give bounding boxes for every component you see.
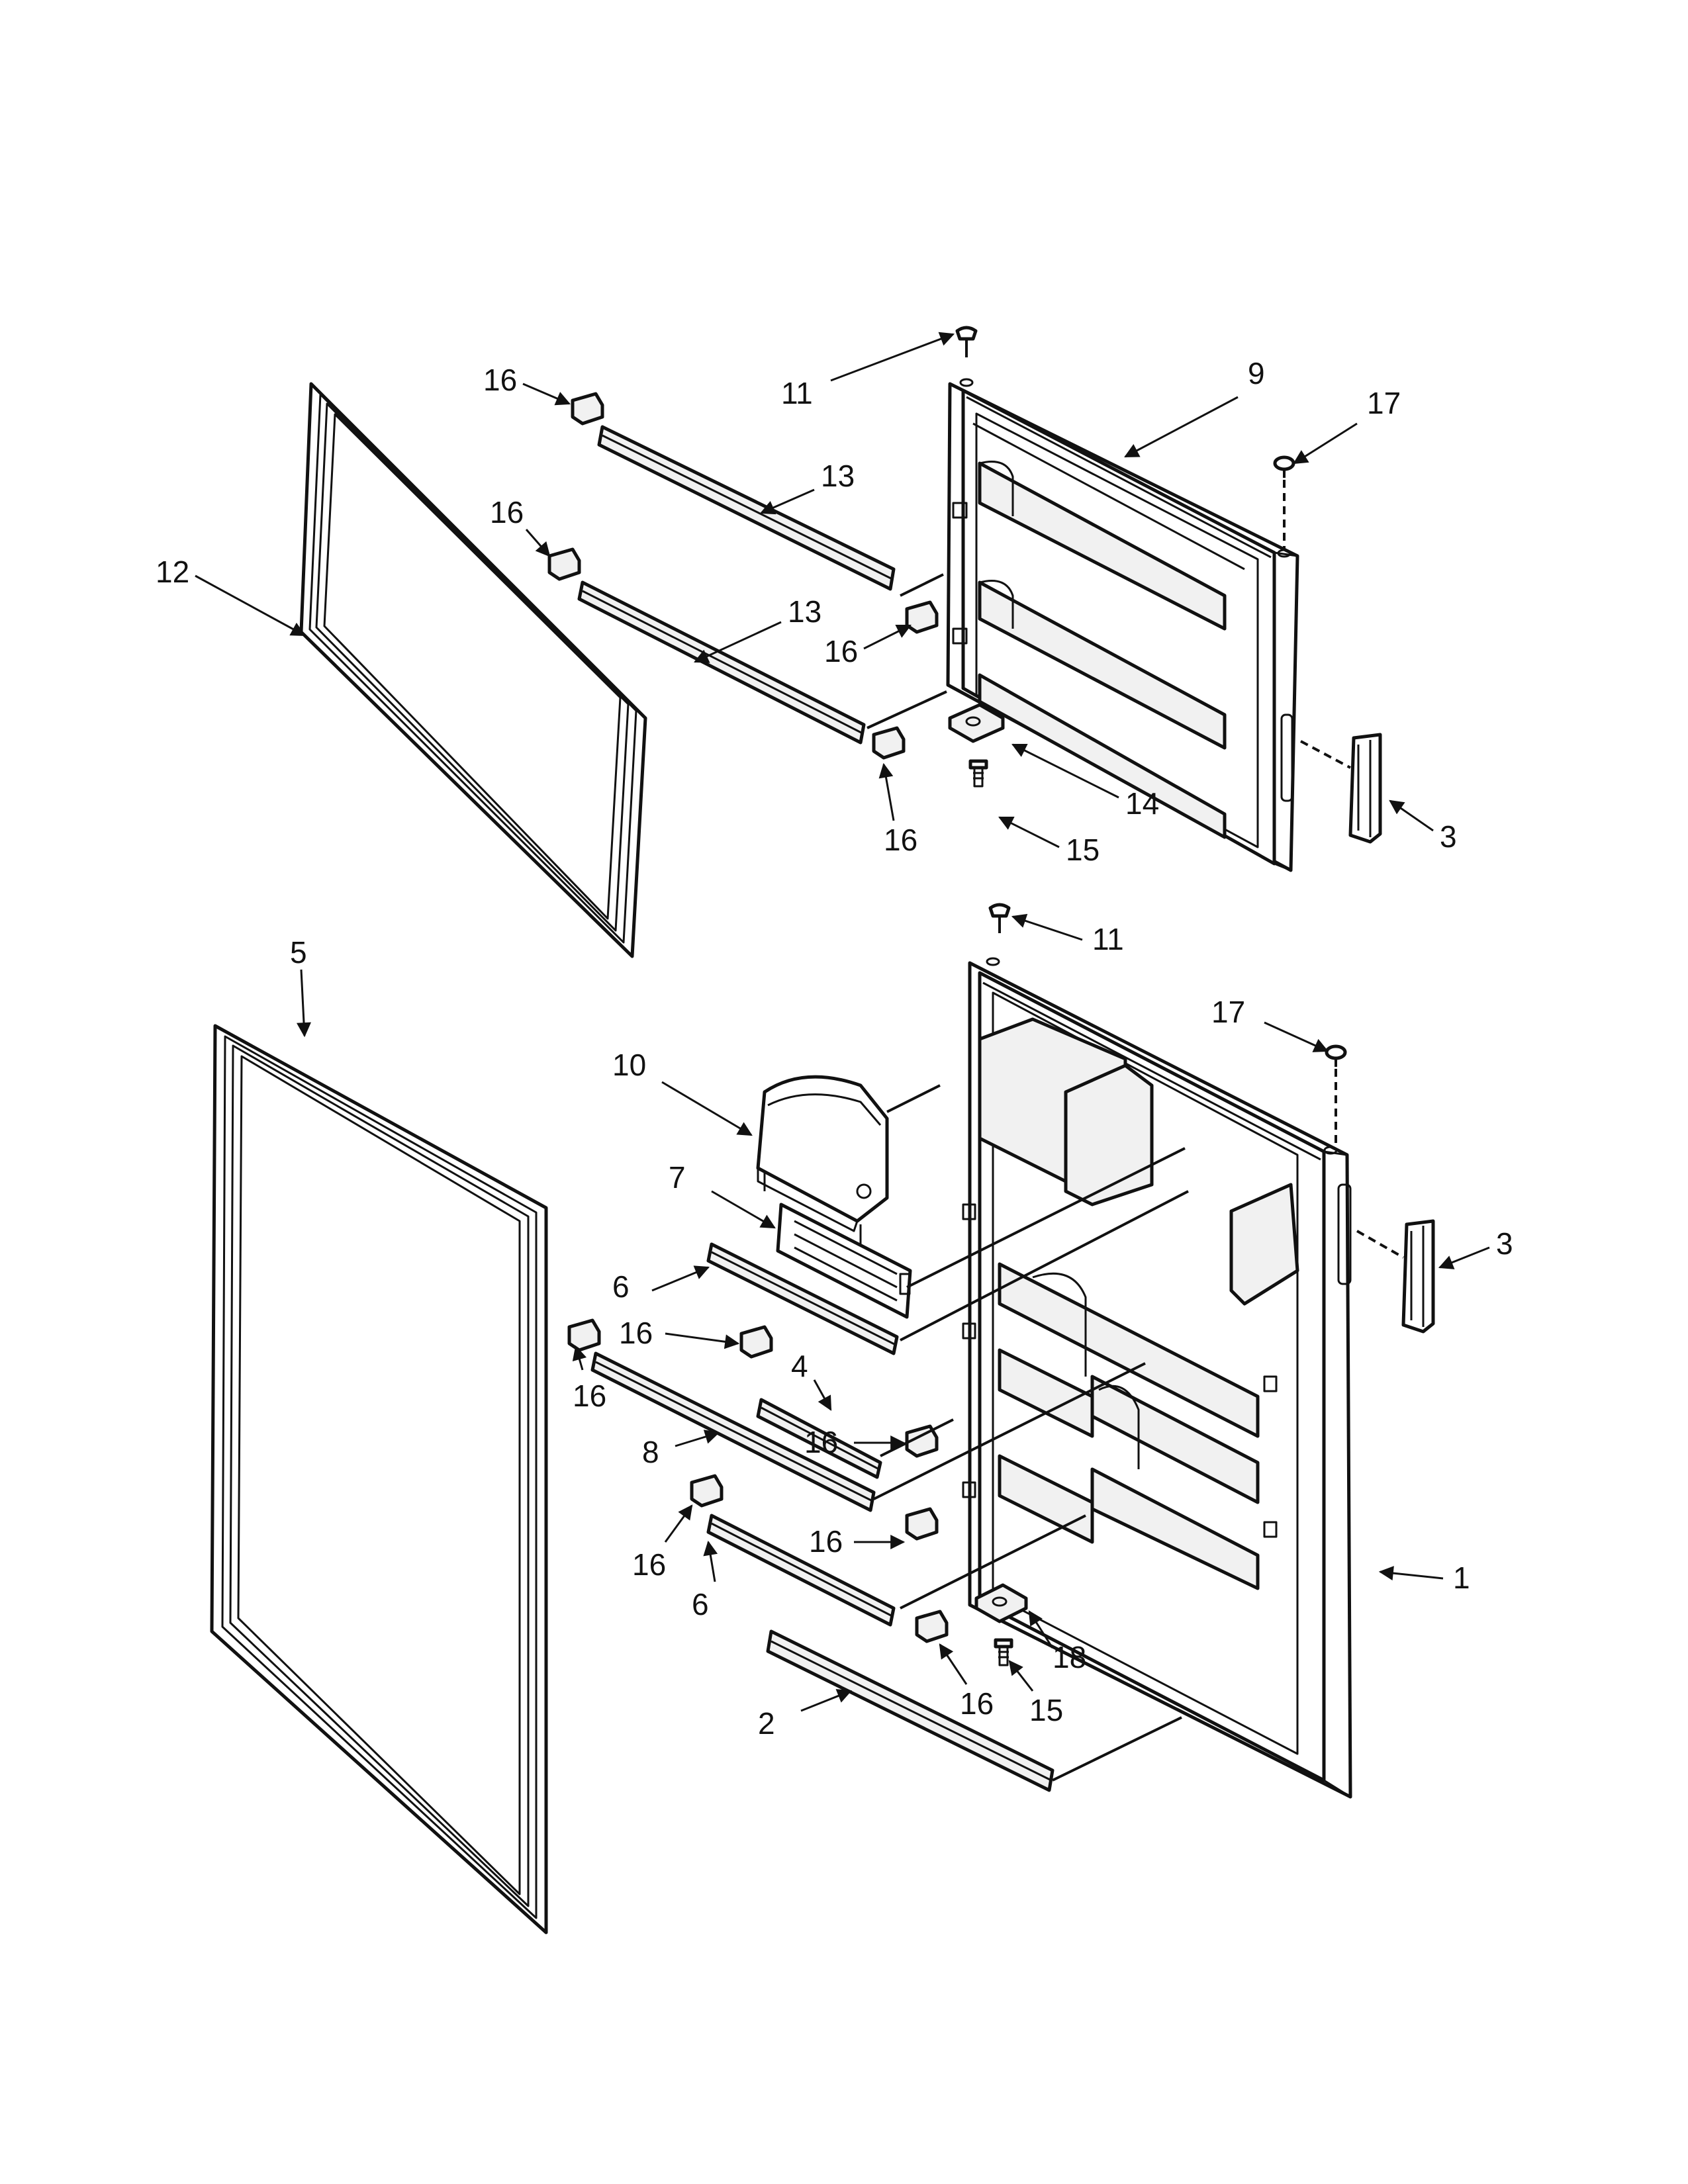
callout-8: 8: [642, 1435, 659, 1469]
hinge-pin-11-upper: [955, 326, 978, 357]
callout-16-j: 16: [960, 1686, 994, 1721]
callout-11-upper: 11: [781, 376, 813, 410]
fresh-food-door-gasket: [210, 1024, 548, 1934]
callout-10: 10: [612, 1048, 646, 1082]
callout-9: 9: [1248, 356, 1265, 390]
door-shelf-trim-13b: [577, 580, 866, 745]
shelf-trim-6-upper: [706, 1242, 899, 1355]
callout-16-f: 16: [573, 1379, 606, 1413]
callout-16-d: 16: [884, 823, 917, 857]
callout-11-lower: 11: [1092, 922, 1124, 956]
end-cap-16a: [571, 392, 604, 426]
assembly-lines: [867, 480, 1404, 1782]
callout-18: 18: [1053, 1640, 1086, 1674]
callout-1: 1: [1453, 1561, 1470, 1595]
callout-16-b: 16: [490, 495, 524, 529]
callout-6-upper: 6: [612, 1269, 630, 1304]
freezer-door-gasket: [299, 382, 647, 958]
hinge-bracket-14: [948, 703, 1005, 743]
hinge-pin-11-lower: [988, 903, 1011, 933]
hinge-bracket-18: [974, 1583, 1028, 1623]
callout-5: 5: [290, 935, 307, 970]
callout-6-lower: 6: [692, 1587, 709, 1621]
callout-12: 12: [156, 555, 189, 589]
callout-17-lower: 17: [1211, 995, 1245, 1029]
callout-17-upper: 17: [1367, 386, 1401, 420]
callout-7: 7: [669, 1160, 686, 1195]
callout-16-e: 16: [619, 1316, 653, 1350]
fresh-food-door: [962, 957, 1352, 1799]
hole-plug-17-lower: [1325, 1044, 1347, 1067]
end-cap-16b: [547, 547, 581, 581]
end-cap-16h: [690, 1474, 724, 1508]
callout-4: 4: [791, 1349, 808, 1383]
end-cap-16d: [872, 726, 906, 760]
screw-15-upper: [968, 759, 988, 788]
callout-3-upper: 3: [1440, 819, 1457, 854]
callout-3-lower: 3: [1496, 1226, 1513, 1261]
callout-labels: 11 9 17 16 13 16 12 13 16 16 14 15 3 11 …: [156, 356, 1513, 1741]
end-cap-16j: [915, 1610, 949, 1643]
end-cap-16f: [739, 1325, 773, 1359]
leader-arrows: [195, 332, 1490, 1712]
dairy-door: [756, 1075, 889, 1244]
door-bar-2: [766, 1629, 1055, 1792]
hole-plug-17-upper: [1273, 455, 1295, 478]
callout-16-c: 16: [824, 634, 858, 668]
dairy-vent: [776, 1203, 912, 1319]
end-cap-16c: [905, 600, 939, 634]
callout-16-h: 16: [809, 1524, 843, 1559]
callout-2: 2: [758, 1706, 775, 1741]
door-handle-upper: [1348, 733, 1382, 844]
callout-13-upper: 13: [821, 459, 855, 493]
screw-15-lower: [994, 1638, 1013, 1666]
callout-13-lower: 13: [788, 594, 821, 629]
callout-16-a: 16: [483, 363, 517, 397]
shelf-trim-8: [590, 1351, 876, 1512]
callout-15-lower: 15: [1029, 1693, 1063, 1727]
end-cap-16g: [905, 1424, 939, 1458]
end-cap-16i: [905, 1507, 939, 1541]
shelf-trim-4: [756, 1398, 882, 1479]
callout-14: 14: [1125, 786, 1159, 821]
door-handle-lower: [1401, 1219, 1435, 1334]
door-shelf-trim-13a: [597, 425, 896, 591]
shelf-trim-6-lower: [706, 1514, 896, 1627]
callout-15-upper: 15: [1066, 833, 1100, 867]
end-cap-16e: [567, 1318, 601, 1352]
freezer-door: [946, 378, 1299, 872]
callout-16-i: 16: [632, 1547, 666, 1582]
callout-16-g: 16: [804, 1425, 838, 1459]
